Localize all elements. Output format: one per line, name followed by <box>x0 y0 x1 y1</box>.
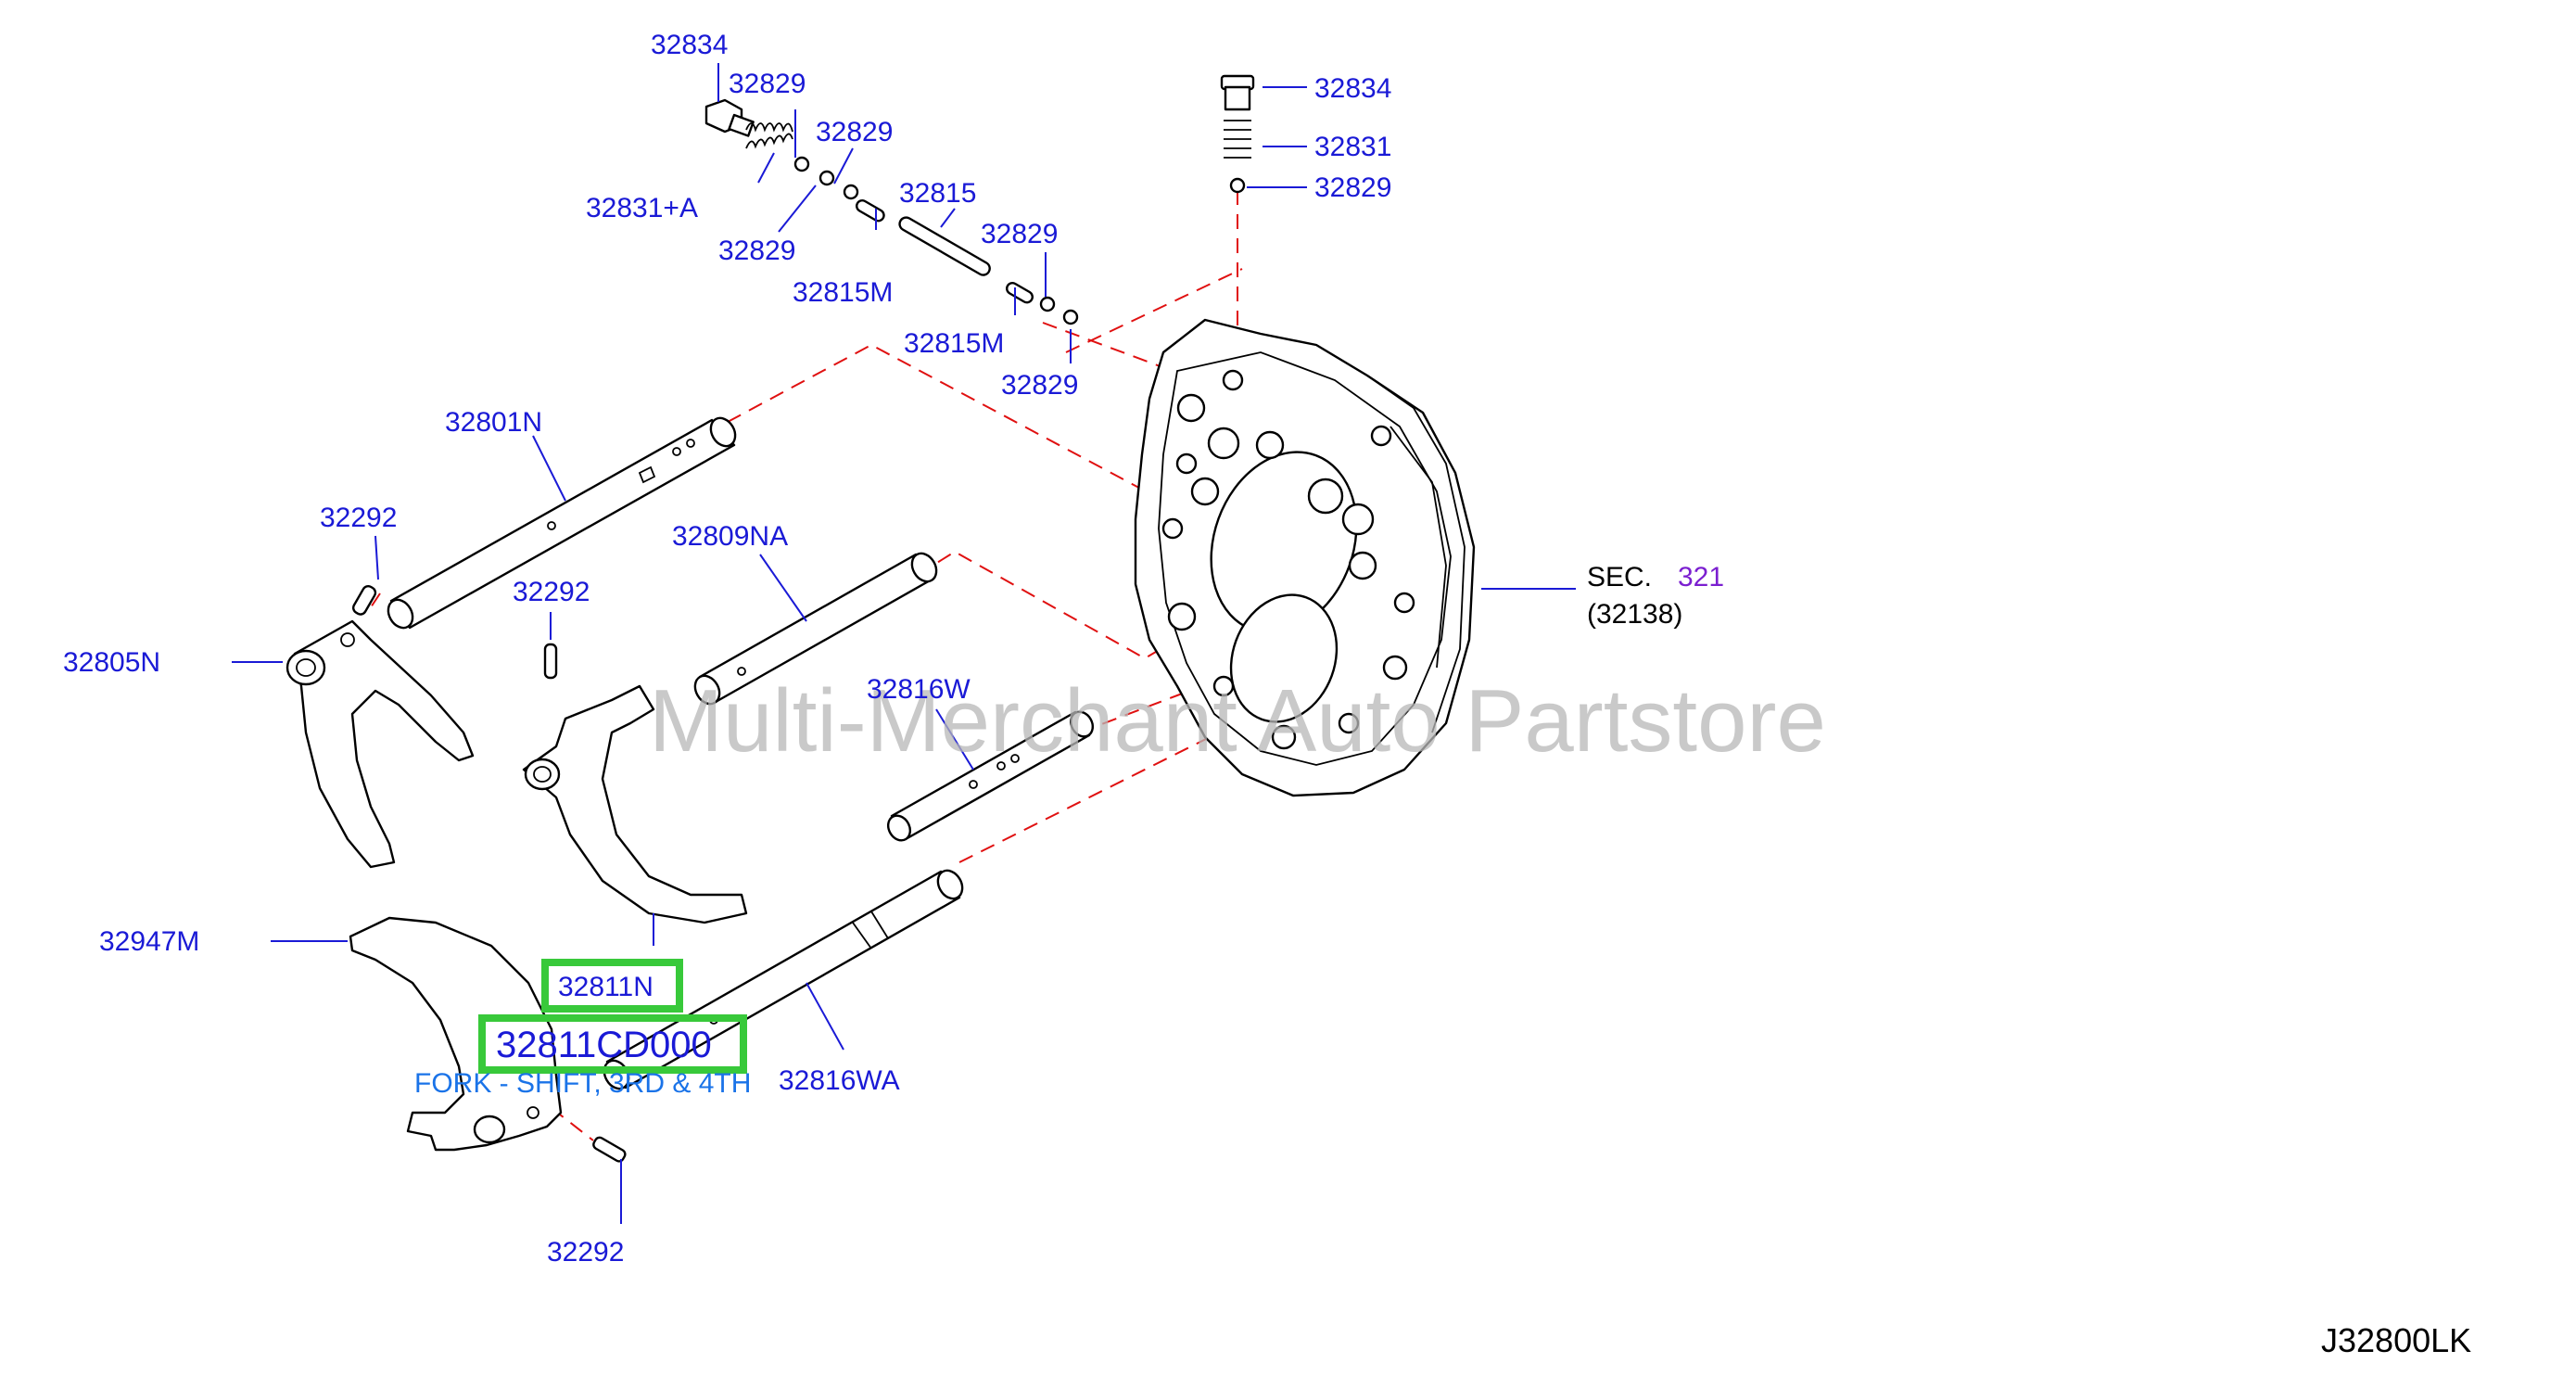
ball-part[interactable] <box>1039 296 1056 312</box>
spring-part[interactable] <box>745 122 793 149</box>
roll-pins <box>351 584 627 1163</box>
roll-pin-part[interactable] <box>543 643 558 680</box>
label-32815m[interactable]: 32815M <box>904 328 1004 359</box>
label-32834[interactable]: 32834 <box>1314 73 1391 104</box>
pin-part[interactable] <box>1005 281 1034 304</box>
highlight-box-32811cd000 <box>478 1014 747 1074</box>
label-32829[interactable]: 32829 <box>718 236 795 266</box>
label-32829[interactable]: 32829 <box>1001 370 1078 401</box>
highlighted-part-number[interactable]: 32811CD000 <box>496 1025 712 1065</box>
label-32801n[interactable]: 32801N <box>445 407 542 438</box>
ball-part[interactable] <box>1229 177 1246 194</box>
label-32292[interactable]: 32292 <box>320 503 397 533</box>
highlighted-part-callouts: 32811N 32811CD000 FORK - SHIFT, 3RD & 4T… <box>414 959 751 1099</box>
plug-bolt-part[interactable] <box>704 98 755 137</box>
label-32829[interactable]: 32829 <box>816 117 893 147</box>
interlock-pin-part[interactable] <box>897 215 992 277</box>
label-32815m[interactable]: 32815M <box>793 277 893 308</box>
shift-rod-32809NA[interactable] <box>691 549 942 708</box>
label-32811n[interactable]: 32811N <box>558 972 654 1002</box>
highlight-box-32811n <box>541 959 683 1013</box>
callout-labels: 32834 32829 32829 32831+A 32829 32815 32… <box>63 30 1391 1268</box>
label-32829[interactable]: 32829 <box>981 219 1058 249</box>
roll-pin-part[interactable] <box>592 1136 628 1163</box>
section-prefix: SEC. <box>1587 562 1652 592</box>
diagram-code: J32800LK <box>2321 1321 2471 1359</box>
pin-part[interactable] <box>855 198 886 223</box>
ball-part[interactable] <box>1062 309 1079 325</box>
top-right-small-parts <box>1220 74 1255 194</box>
label-32831-plus-a[interactable]: 32831+A <box>586 193 698 223</box>
shift-forks <box>286 619 748 1152</box>
section-subreference: (32138) <box>1587 599 1682 630</box>
ball-part[interactable] <box>818 170 835 186</box>
shift-fork-32811N[interactable] <box>522 684 748 924</box>
shift-fork-32947M[interactable] <box>349 916 563 1152</box>
roll-pin-part[interactable] <box>351 584 377 617</box>
label-32815[interactable]: 32815 <box>899 178 976 209</box>
shift-rod-32801N[interactable] <box>384 414 741 632</box>
label-32816w[interactable]: 32816W <box>867 674 971 705</box>
shift-rod-32816W[interactable] <box>883 707 1097 844</box>
transmission-case[interactable] <box>1134 318 1476 797</box>
label-32834[interactable]: 32834 <box>651 30 728 60</box>
leader-lines <box>232 63 1576 1224</box>
section-number-link[interactable]: 321 <box>1678 562 1724 592</box>
label-32292[interactable]: 32292 <box>547 1237 624 1268</box>
label-32809na[interactable]: 32809NA <box>672 521 788 552</box>
label-32831[interactable]: 32831 <box>1314 132 1391 162</box>
plug-bolt-part[interactable] <box>1220 74 1255 111</box>
label-32816wa[interactable]: 32816WA <box>779 1065 900 1096</box>
shift-fork-32805N[interactable] <box>286 619 475 869</box>
label-32292[interactable]: 32292 <box>513 577 590 607</box>
spring-part[interactable] <box>1224 120 1251 159</box>
watermark: Multi-Merchant Auto Partstore <box>649 671 1826 771</box>
ball-part[interactable] <box>843 184 859 200</box>
label-32805n[interactable]: 32805N <box>63 647 160 678</box>
label-32947m[interactable]: 32947M <box>99 926 199 957</box>
label-32829[interactable]: 32829 <box>729 69 806 99</box>
highlighted-part-description: FORK - SHIFT, 3RD & 4TH <box>414 1068 751 1099</box>
ball-part[interactable] <box>793 156 810 172</box>
label-32829[interactable]: 32829 <box>1314 172 1391 203</box>
section-reference: SEC. 321 (32138) <box>1587 562 1724 630</box>
top-left-small-parts <box>704 98 1079 325</box>
